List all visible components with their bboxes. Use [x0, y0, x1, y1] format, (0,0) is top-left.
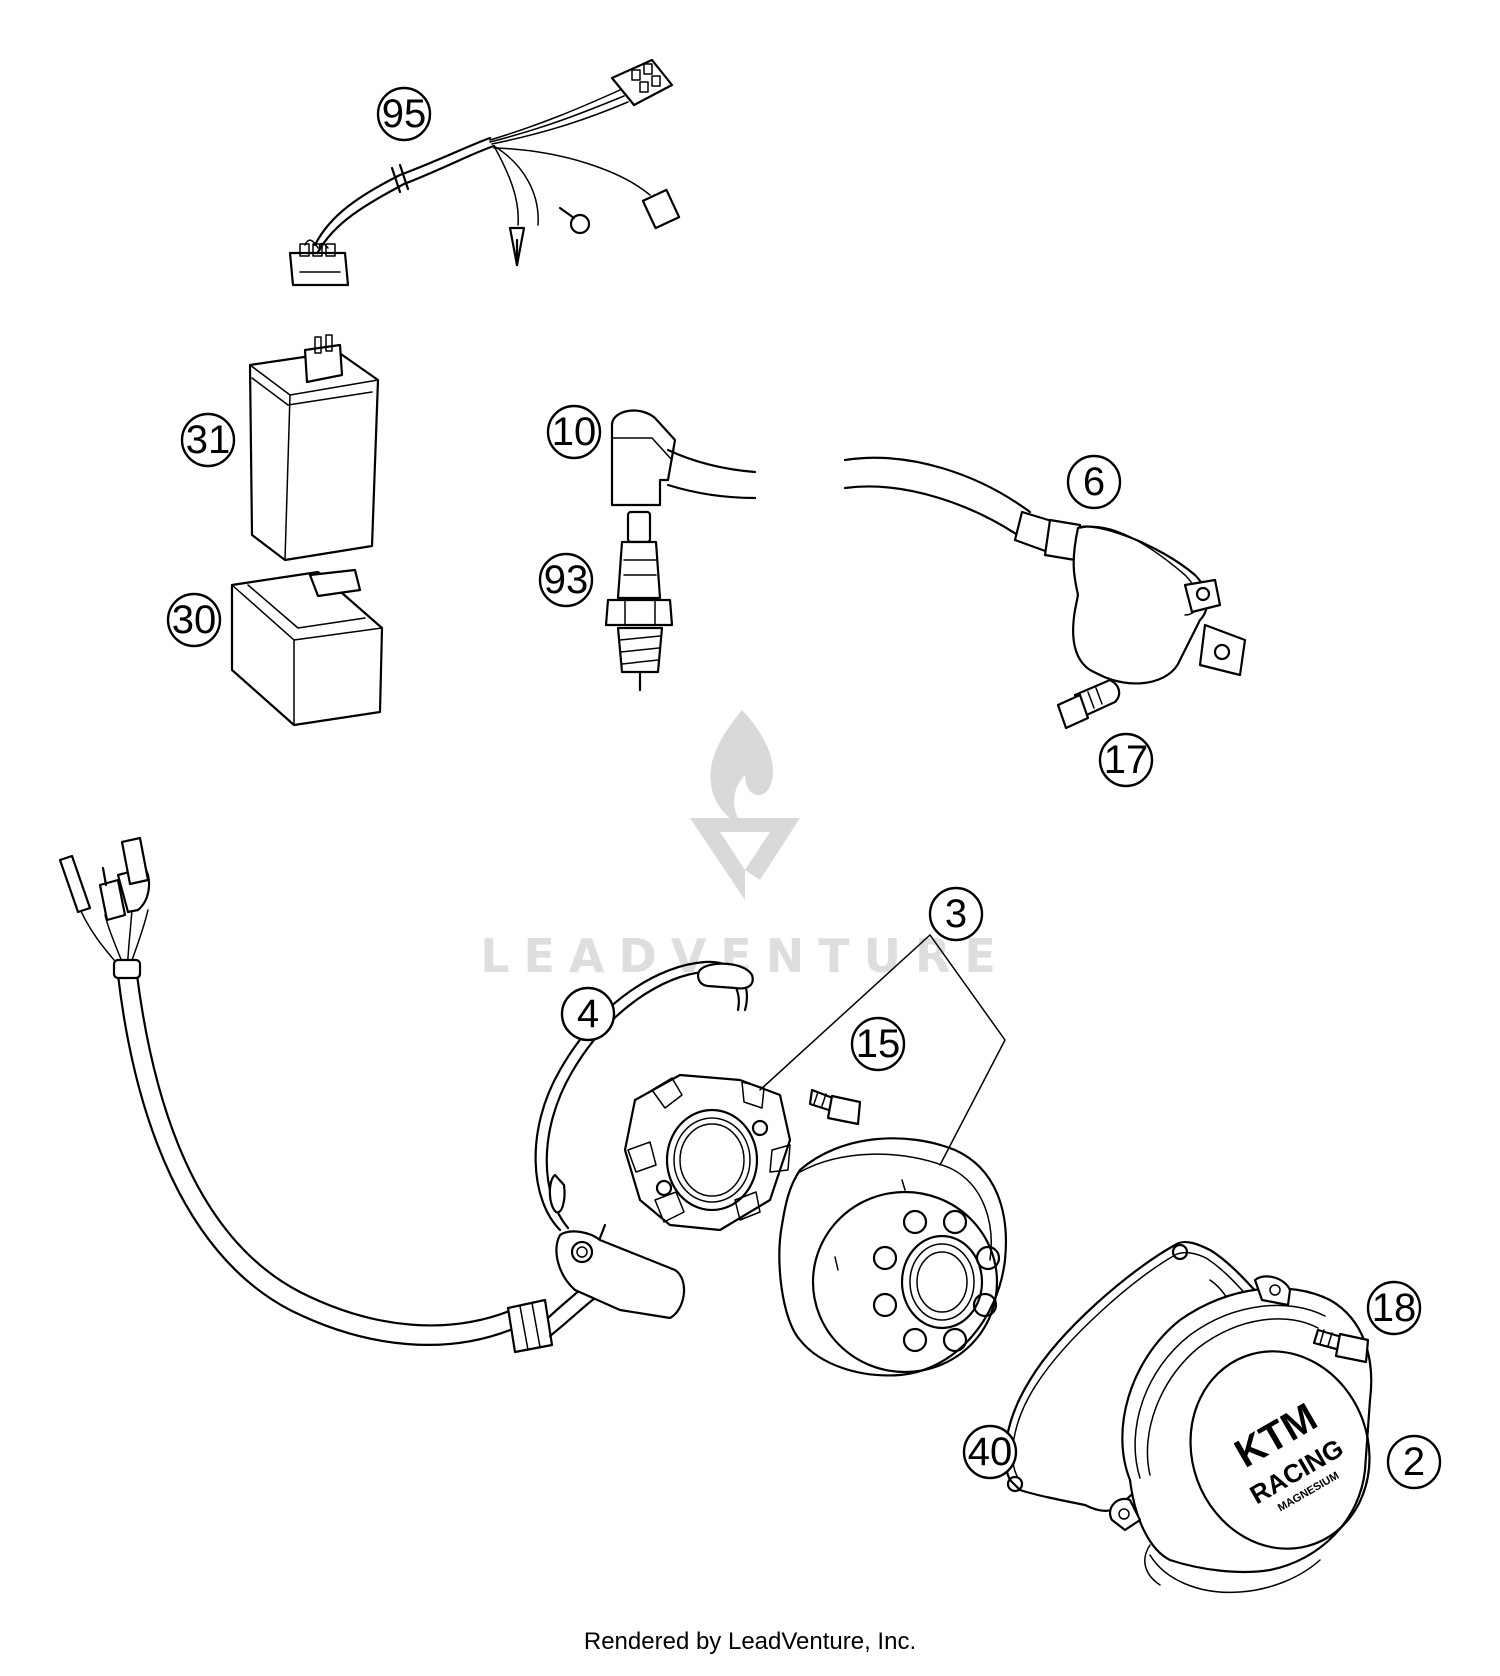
- part-spark-plug-cap: [610, 409, 757, 507]
- callout-15-label: 15: [856, 1022, 901, 1066]
- callout-4-label: 4: [577, 992, 599, 1036]
- callout-30-label: 30: [172, 598, 217, 642]
- part-rotor-screw: [808, 1088, 862, 1126]
- part-ignition-cover: KTM RACING MAGNESIUM: [1109, 1275, 1373, 1594]
- part-wiring-harness: [288, 58, 681, 287]
- callout-15: 15: [850, 1016, 906, 1072]
- part-spark-plug: [604, 510, 674, 692]
- callout-3-leader: [759, 934, 1006, 1166]
- part-cdi-holder: [230, 568, 384, 727]
- callout-31-label: 31: [186, 418, 231, 462]
- callout-40: 40: [962, 1424, 1018, 1480]
- callout-3: 3: [928, 886, 984, 942]
- callout-2-label: 2: [1403, 1440, 1425, 1484]
- callout-30: 30: [166, 592, 222, 648]
- callout-40-label: 40: [968, 1430, 1013, 1474]
- callout-10-label: 10: [552, 410, 597, 454]
- part-coil-screw: [1056, 678, 1121, 730]
- callout-95: 95: [376, 86, 432, 142]
- callout-31: 31: [180, 412, 236, 468]
- callout-17: 17: [1098, 732, 1154, 788]
- callout-10: 10: [546, 404, 602, 460]
- part-stator-cable: [58, 836, 597, 1354]
- part-ignition-coil: [843, 456, 1247, 685]
- callout-3-label: 3: [945, 892, 967, 936]
- part-cdi-unit: [248, 334, 380, 562]
- callout-18: 18: [1366, 1280, 1422, 1336]
- callout-93-label: 93: [544, 558, 589, 602]
- callout-18-label: 18: [1372, 1286, 1417, 1330]
- part-cover-screw: [1312, 1328, 1370, 1364]
- callout-17-label: 17: [1104, 738, 1149, 782]
- callout-6: 6: [1066, 454, 1122, 510]
- callout-93: 93: [538, 552, 594, 608]
- callout-4: 4: [560, 986, 616, 1042]
- callout-95-label: 95: [382, 92, 427, 136]
- part-rotor: [778, 1137, 1007, 1377]
- callout-6-label: 6: [1083, 460, 1105, 504]
- leadventure-watermark: LEADVENTURE: [480, 710, 996, 983]
- callout-2: 2: [1386, 1434, 1442, 1490]
- footer-credit: Rendered by LeadVenture, Inc.: [583, 1628, 917, 1655]
